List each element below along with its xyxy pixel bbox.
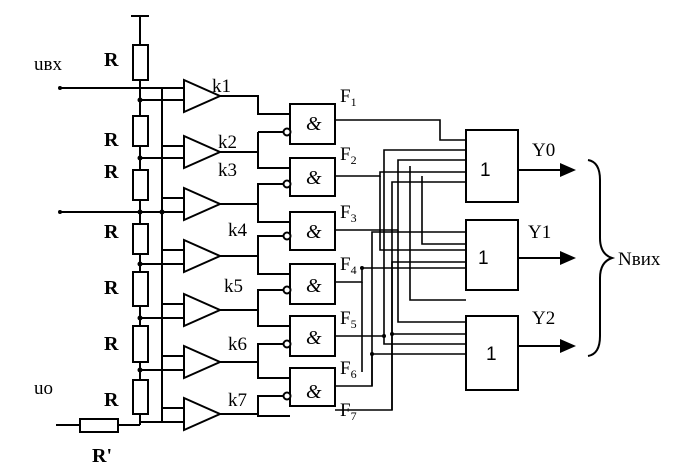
resistor-7 <box>132 379 149 415</box>
and-gates <box>282 103 336 407</box>
comparator-k1 <box>183 78 223 114</box>
comparator-k7 <box>183 396 223 432</box>
label-f5: F5 <box>340 308 357 331</box>
label-r-5: R <box>104 277 119 299</box>
resistor-6 <box>132 325 149 363</box>
outputs <box>518 159 616 357</box>
and-gate-5 <box>289 315 336 357</box>
label-k6: k6 <box>228 334 247 355</box>
and-symbol-3: & <box>306 221 322 243</box>
resistor-stack <box>79 44 149 433</box>
and-gate-6 <box>289 367 336 407</box>
resistor-2 <box>132 115 149 147</box>
or-symbol-y2: 1 <box>486 344 497 365</box>
label-y2: Y2 <box>532 308 555 329</box>
or-gate-y2 <box>465 315 519 391</box>
label-k4: k4 <box>228 220 248 241</box>
comparator-k2 <box>183 134 223 170</box>
comparator-outputs <box>220 95 290 417</box>
or-symbol-y0: 1 <box>480 160 491 181</box>
or-gate-y0 <box>465 129 519 203</box>
label-y0: Y0 <box>532 140 555 161</box>
label-y1: Y1 <box>528 222 551 243</box>
label-r-3: R <box>104 161 119 183</box>
comparator-k6 <box>183 344 223 380</box>
and-gate-3 <box>289 211 336 251</box>
and-gate-4 <box>289 263 336 305</box>
label-r-prime: R' <box>92 445 112 467</box>
label-k5: k5 <box>224 276 243 297</box>
resistor-3 <box>132 169 149 201</box>
comparator-k3 <box>183 186 223 222</box>
and-symbol-6: & <box>306 381 322 403</box>
text-labels: uвх uо R R R R R R R R' k1 k2 k3 k4 k5 k… <box>34 49 661 467</box>
output-arrow-y1 <box>560 251 576 265</box>
and-gate-2 <box>289 157 336 197</box>
and-symbol-1: & <box>306 113 322 135</box>
comparator-k5 <box>183 292 223 328</box>
and-gate-1 <box>289 103 336 145</box>
f-wiring <box>335 119 466 411</box>
label-k2: k2 <box>218 132 237 153</box>
label-f2: F2 <box>340 144 357 167</box>
label-r-2: R <box>104 129 119 151</box>
label-r-6: R <box>104 333 119 355</box>
and-symbol-5: & <box>306 327 322 349</box>
output-brace <box>587 159 616 357</box>
and-symbol-4: & <box>306 275 322 297</box>
or-gate-y1 <box>465 219 519 291</box>
label-k1: k1 <box>212 76 231 97</box>
label-f7: F7 <box>340 400 357 423</box>
comparator-inputs <box>137 87 184 423</box>
label-k3: k3 <box>218 160 237 181</box>
or-symbol-y1: 1 <box>478 248 489 269</box>
comparators <box>183 78 223 432</box>
label-u-in: uвх <box>34 54 62 75</box>
label-r-4: R <box>104 221 119 243</box>
label-r-1: R <box>104 49 119 71</box>
label-f4: F4 <box>340 254 357 277</box>
label-f3: F3 <box>340 202 357 225</box>
resistor-1 <box>132 44 149 81</box>
and-symbol-2: & <box>306 167 322 189</box>
output-arrow-y2 <box>560 339 576 353</box>
resistor-prime <box>79 418 119 433</box>
resistor-4 <box>132 223 149 255</box>
or-gates <box>465 129 519 391</box>
label-f1: F1 <box>340 86 357 109</box>
label-u-zero: uо <box>34 378 53 399</box>
resistor-5 <box>132 271 149 307</box>
comparator-k4 <box>183 238 223 274</box>
label-n-out: Nвих <box>618 249 661 270</box>
output-arrow-y0 <box>560 163 576 177</box>
label-f6: F6 <box>340 358 357 381</box>
label-k7: k7 <box>228 390 247 411</box>
label-r-7: R <box>104 389 119 411</box>
